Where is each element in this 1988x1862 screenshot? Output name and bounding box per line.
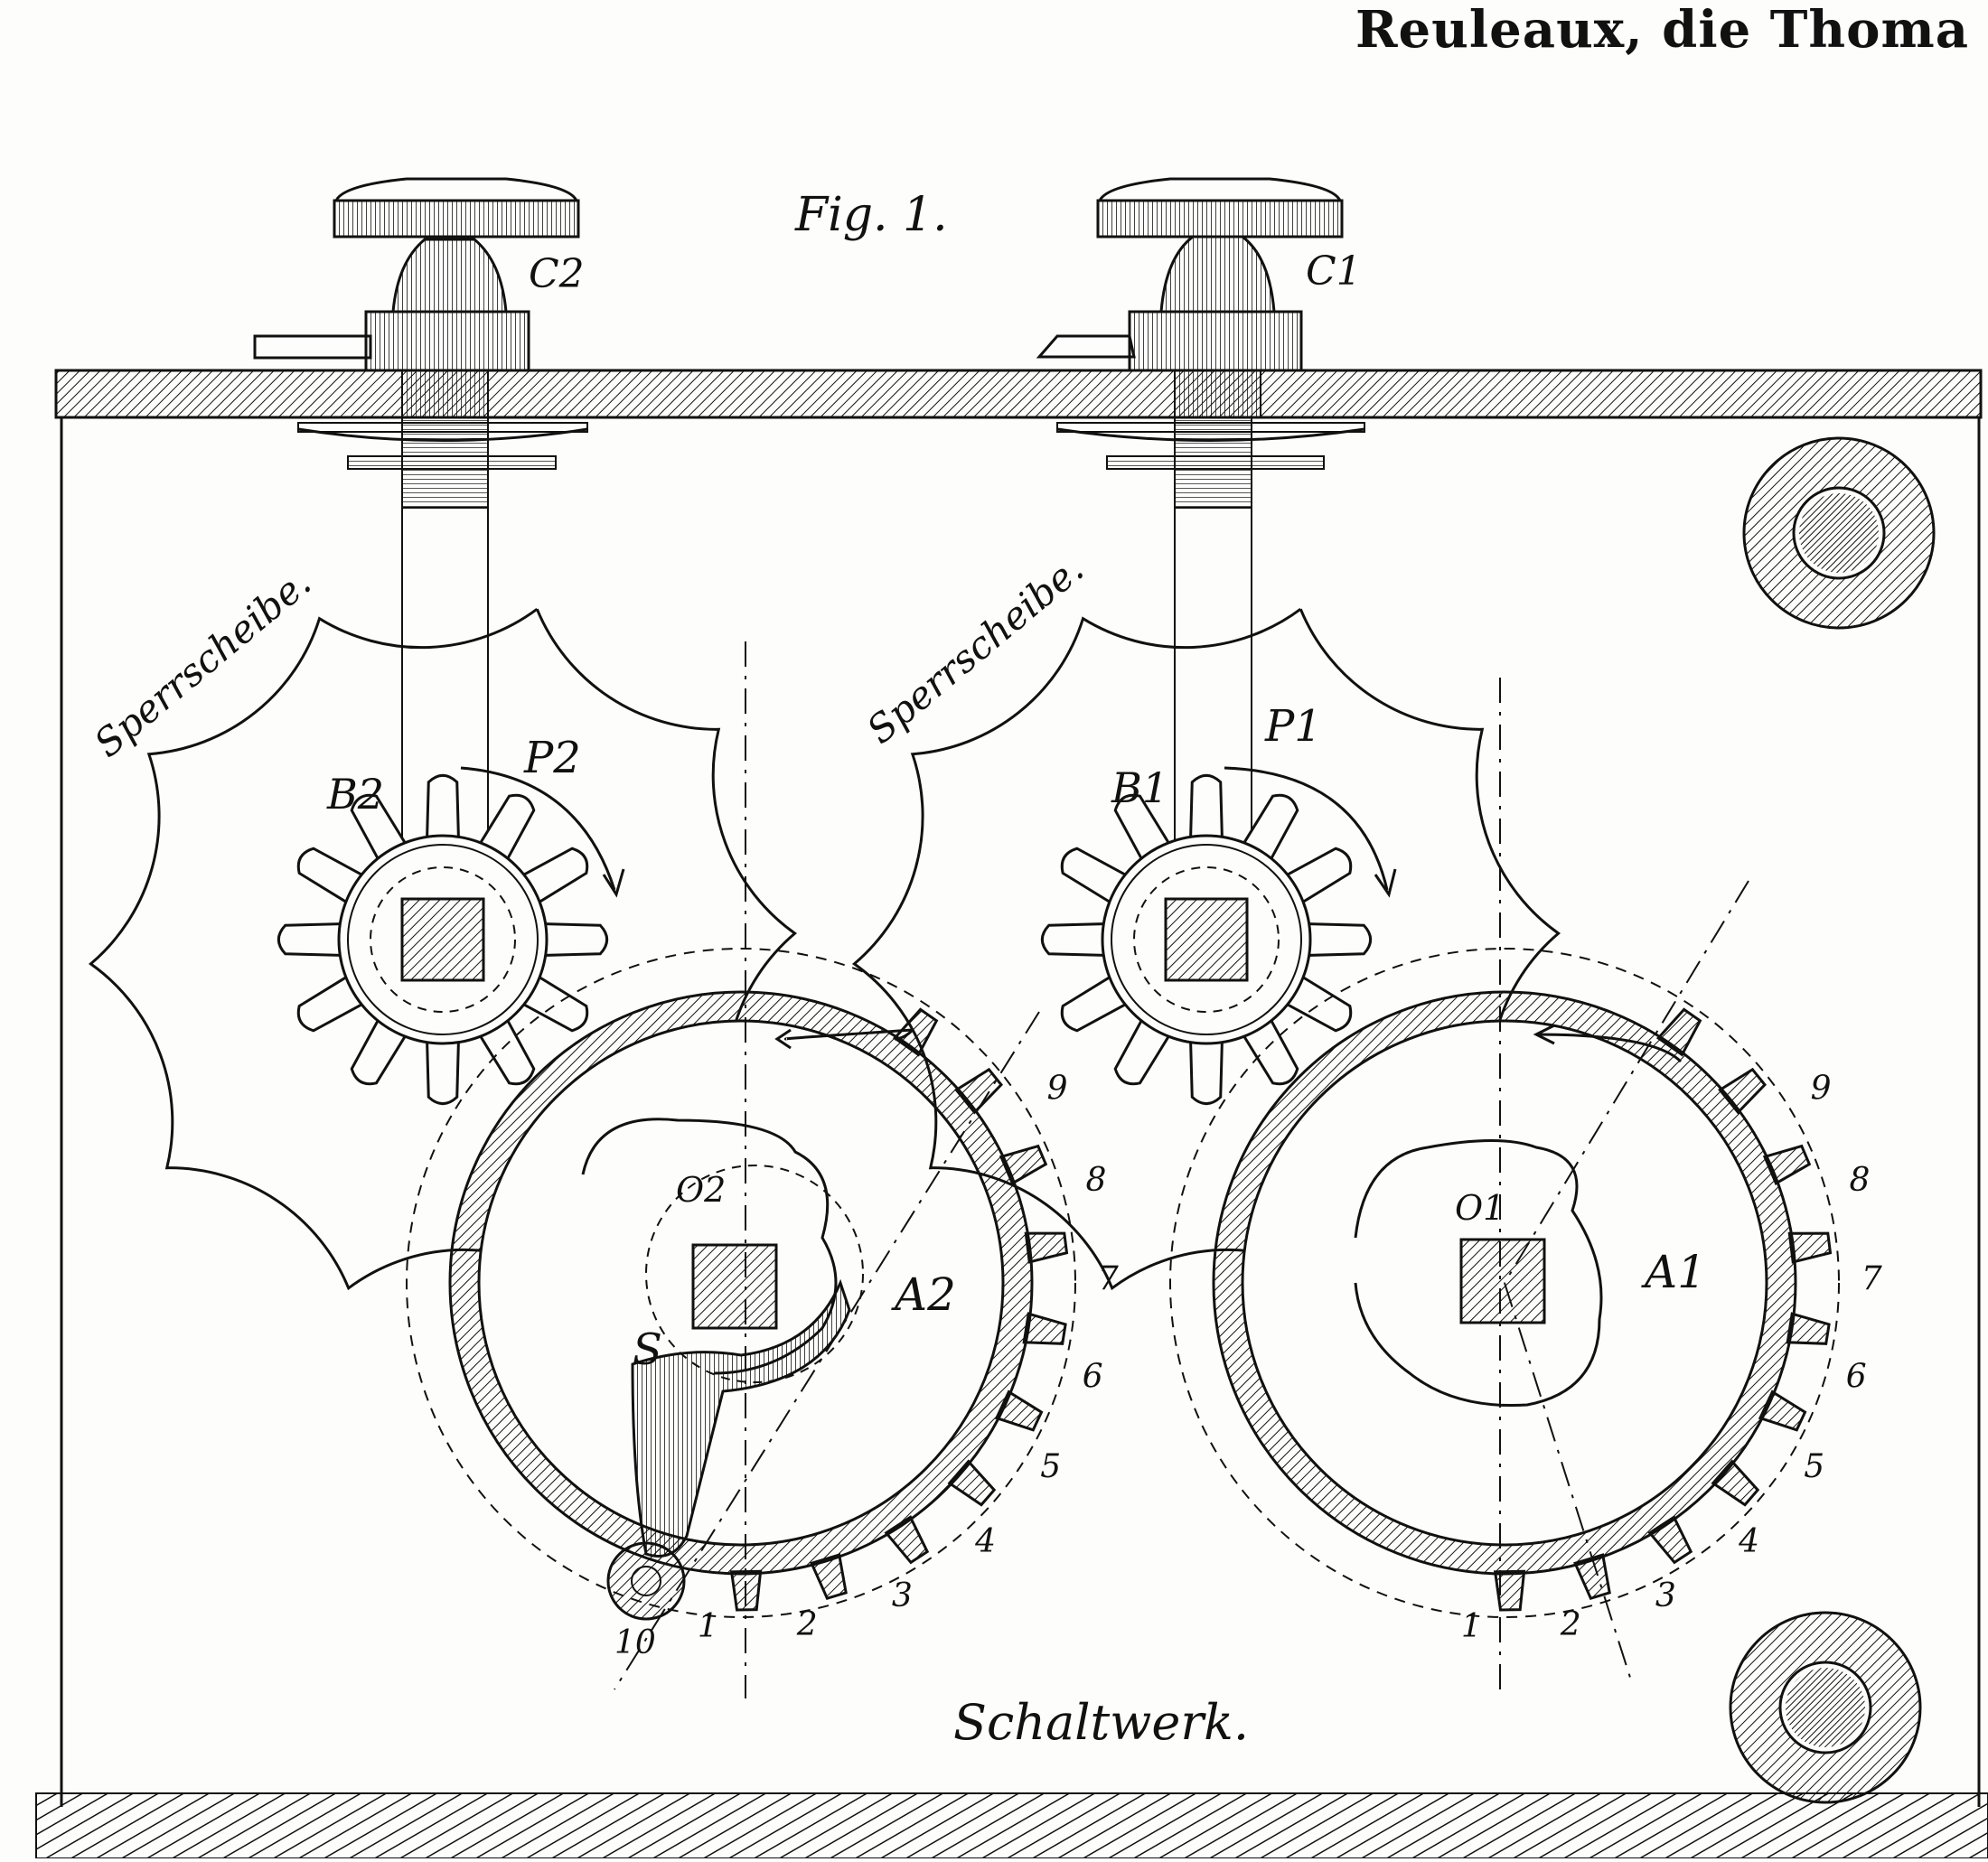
label-p2: P2 (523, 733, 581, 783)
pinion-tooth (1188, 1036, 1224, 1106)
tooth-number: 1 (1461, 1608, 1482, 1645)
tooth-number: 8 (1086, 1162, 1107, 1199)
sperrscheibe-left (88, 607, 798, 1291)
pinion-tooth (277, 922, 346, 958)
pinion-tooth (518, 973, 589, 1033)
label-b1: B1 (1111, 763, 1168, 812)
shaft-right (1174, 416, 1252, 858)
pinion-tooth (425, 773, 461, 843)
label-c2: C2 (529, 251, 585, 297)
label-o1: O1 (1455, 1188, 1505, 1228)
sperrscheibe-right (851, 607, 1561, 1291)
label-a2: A2 (891, 1268, 956, 1321)
tooth-numbers-left: 1 2 3 4 5 6 7 8 9 10 (614, 1071, 1119, 1661)
arrow-p-right (1224, 766, 1389, 891)
tooth-number: 9 (1047, 1071, 1068, 1108)
tooth-number: 8 (1850, 1162, 1871, 1199)
label-o2: O2 (676, 1170, 726, 1210)
pinion-tooth (296, 973, 368, 1033)
cam-right (1354, 1139, 1603, 1408)
pinion-tooth (1303, 922, 1373, 958)
pinion-pitch (370, 866, 516, 1013)
pinion-tooth (1240, 1015, 1299, 1086)
pawl-left (606, 1278, 851, 1621)
tooth-number: 10 (614, 1624, 656, 1661)
tooth-number: 2 (1560, 1606, 1581, 1643)
tooth-number: 6 (1083, 1359, 1103, 1396)
header-text: Reuleaux, die Thoma (1355, 0, 1969, 60)
pinion-left (277, 773, 609, 1106)
label-b2: B2 (326, 770, 384, 819)
pinion-tooth (1240, 793, 1299, 865)
pinion-tooth (1040, 922, 1110, 958)
pinion-tooth (350, 793, 409, 865)
tooth-number: 1 (698, 1608, 718, 1645)
tooth-number: 4 (974, 1523, 996, 1560)
label-sperrscheibe-right: Sperrscheibe. (858, 547, 1092, 753)
caption: Schaltwerk. (953, 1694, 1249, 1751)
tooth-number: 5 (1040, 1448, 1061, 1485)
pinion-tooth (476, 793, 536, 865)
label-c1: C1 (1306, 248, 1362, 295)
pinion-square-shaft (1164, 897, 1249, 982)
bolt-upper (1742, 436, 1936, 630)
tooth-number: 6 (1846, 1359, 1867, 1396)
tooth-number: 2 (796, 1606, 818, 1643)
shaft-left (401, 416, 489, 858)
centerlines-right (1499, 678, 1749, 1698)
pinion-tooth (1060, 847, 1131, 906)
tooth-number: 7 (1861, 1260, 1882, 1297)
tooth-numbers-right: 1 2 3 4 5 6 7 8 9 (1461, 1071, 1882, 1646)
pinion-tooth (518, 847, 589, 906)
top-plate (54, 369, 1983, 419)
tooth-number: 4 (1738, 1523, 1759, 1560)
bolt-lower (1729, 1611, 1922, 1804)
pinion-tooth (1113, 1015, 1173, 1086)
wheel-pitch-circle (406, 948, 1076, 1618)
pinion-tooth (296, 847, 368, 906)
pinion-rim-inner (347, 844, 539, 1035)
pinion-tooth (425, 1036, 461, 1106)
pinion-tooth (539, 922, 609, 958)
label-s: S (633, 1324, 662, 1375)
tooth-number: 3 (1655, 1577, 1676, 1614)
label-sperrscheibe-left: Sperrscheibe. (86, 560, 319, 766)
arrow-p-left (460, 766, 616, 891)
case-frame (54, 369, 1983, 1807)
pinion-tooth (476, 1015, 536, 1086)
pinion-tooth (1113, 793, 1173, 865)
ground-strip (35, 1792, 1988, 1859)
arrow-a-right (1535, 1033, 1683, 1063)
pinion-tooth (1281, 973, 1353, 1033)
tooth-number: 7 (1098, 1260, 1119, 1297)
pinion-tooth (1060, 973, 1131, 1033)
tooth-number: 9 (1811, 1071, 1832, 1108)
pinion-tooth (350, 1015, 409, 1086)
centerlines-left (614, 641, 1040, 1698)
tooth-number: 3 (892, 1577, 913, 1614)
pinion-tooth (1188, 773, 1224, 843)
label-p1: P1 (1264, 701, 1322, 752)
pinion-right (1040, 773, 1373, 1106)
pinion-tooth (1281, 847, 1353, 906)
pinion-pitch (1133, 866, 1280, 1013)
knob-left (253, 177, 588, 470)
label-a1: A1 (1641, 1246, 1706, 1298)
wheel-pitch-circle (1169, 948, 1840, 1618)
pinion-rim-inner (1111, 844, 1302, 1035)
pinion-square-shaft (400, 897, 485, 982)
figure-label: Fig. 1. (794, 188, 948, 242)
tooth-number: 5 (1804, 1448, 1824, 1485)
